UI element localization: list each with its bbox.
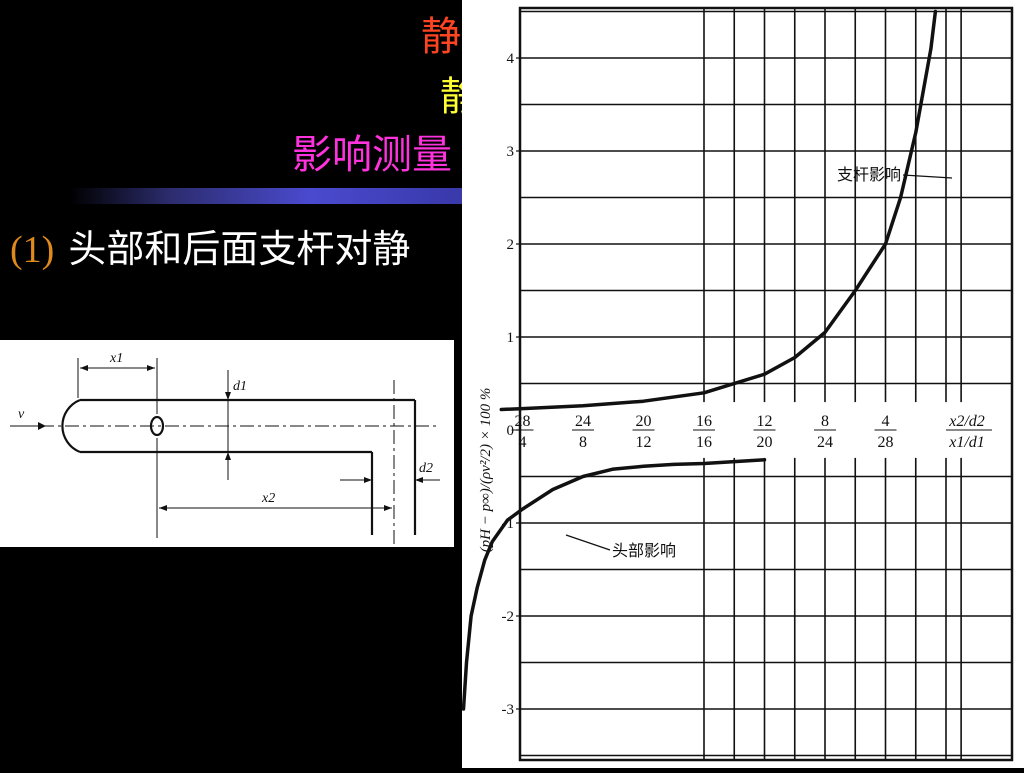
title-gradient-bar [70, 188, 470, 204]
head-effect-curve [461, 458, 767, 711]
y-axis-label: (pH − p∞)/(ρv²/2) × 100 % [478, 388, 494, 553]
x2-tick-label: 28 [515, 413, 531, 430]
x1-tick-label: 8 [579, 434, 587, 451]
slide-title-line-1: 静 [421, 14, 461, 59]
x2-tick-label: 16 [696, 413, 712, 430]
y-tick-label: -2 [502, 609, 515, 625]
bullet-number: (1) [10, 229, 55, 271]
x1-tick-label: 24 [817, 434, 833, 451]
x2-axis-label: x2/d2 [948, 413, 985, 430]
y-tick-label: 4 [507, 51, 515, 67]
d1-label: d1 [233, 379, 247, 394]
x1-tick-label: 20 [757, 434, 773, 451]
y-tick-label: 3 [507, 144, 515, 160]
stem-effect-leader [902, 174, 953, 179]
bullet-text: 头部和后面支杆对静 [68, 229, 411, 271]
flow-arrow-head [38, 422, 46, 430]
x1-label: x1 [109, 351, 123, 366]
y-tick-label: 1 [507, 330, 515, 346]
probe-nose [61, 398, 81, 454]
bullet-item: (1) 头部和后面支杆对静 [10, 218, 410, 273]
stem-effect-label: 支杆影响 [837, 166, 901, 184]
x1-axis-label: x1/d1 [948, 434, 985, 451]
y-tick-label: 2 [507, 237, 515, 253]
x1-tick-label: 28 [878, 434, 894, 451]
x1-tick-label: 16 [696, 434, 712, 451]
y-tick-label: 0 [507, 423, 515, 439]
chart-svg: 4 3 2 1 0 -1 -2 -3 (pH − p∞)/(ρv²/2) × 100 % 28 4 2… [461, 6, 1014, 762]
head-effect-leader [565, 534, 611, 551]
x2-tick-label: 20 [636, 413, 652, 430]
pressure-error-chart: 4 3 2 1 0 -1 -2 -3 (pH − p∞)/(ρv²/2) × 100 % 28 4 2… [461, 0, 1024, 768]
d2-label: d2 [419, 461, 433, 476]
probe-diagram: v x1 d1 d2 x2 [0, 340, 454, 547]
y-tick-label: -1 [502, 516, 515, 532]
x2-tick-label: 8 [821, 413, 829, 430]
velocity-label: v [18, 407, 25, 422]
y-tick-label: -3 [502, 702, 515, 718]
x2-tick-label: 24 [575, 413, 591, 430]
x1-tick-label: 4 [519, 434, 527, 451]
x2-tick-label: 12 [757, 413, 773, 430]
stem-effect-curve [499, 9, 938, 412]
x2-tick-label: 4 [882, 413, 890, 430]
head-effect-label: 头部影响 [612, 542, 676, 560]
probe-diagram-svg: v x1 d1 d2 x2 [10, 351, 440, 545]
x2-label: x2 [261, 491, 275, 506]
x1-tick-label: 12 [636, 434, 652, 451]
slide-title-line-3: 影响测量 [292, 132, 452, 177]
